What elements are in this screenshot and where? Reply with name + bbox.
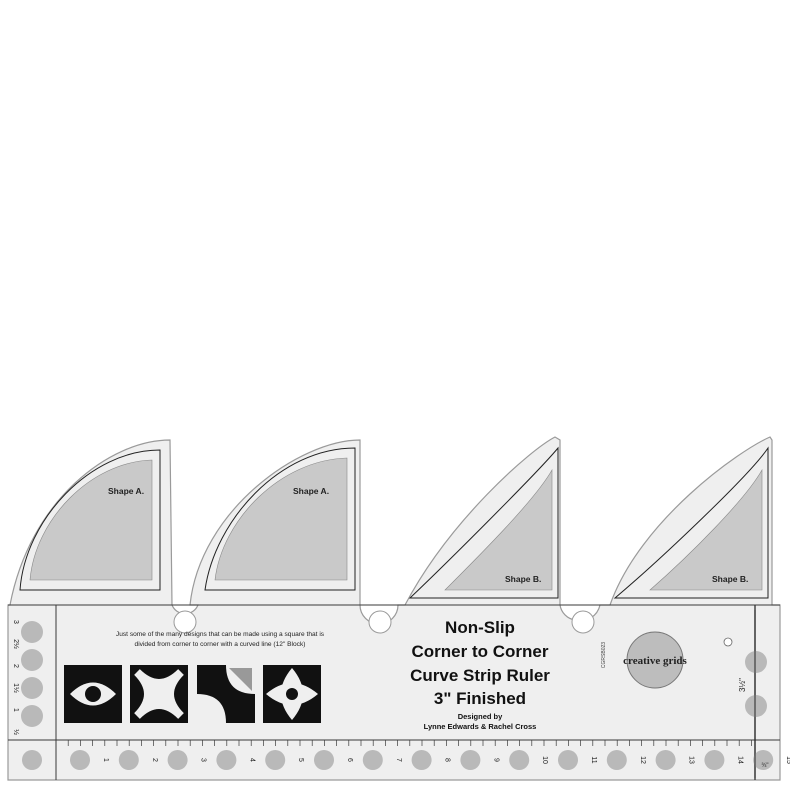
- designers: Lynne Edwards & Rachel Cross: [423, 722, 537, 731]
- notch-hole: [173, 610, 197, 634]
- design-block-3: [197, 665, 255, 723]
- ruler-dot: [118, 750, 139, 770]
- shape-label-a-1: Shape A.: [108, 486, 145, 496]
- ruler-dot: [21, 621, 43, 643]
- notch-hole: [368, 610, 392, 634]
- bottom-number: 6: [346, 758, 353, 762]
- shape-label-b-2: Shape B.: [712, 574, 749, 584]
- ruler-dot: [753, 750, 774, 770]
- bottom-number: 1: [102, 758, 109, 762]
- design-block-1: [64, 665, 122, 723]
- left-number: 1: [12, 708, 19, 712]
- shape-a-inner-1: [19, 449, 161, 591]
- design-block-2: [130, 665, 188, 723]
- sku-label: CGRSB023: [601, 642, 607, 668]
- ruler-dot: [509, 750, 530, 770]
- left-number: 3: [12, 620, 19, 624]
- shape-b-inner-2: [613, 446, 769, 599]
- shape-a-fill-1: [29, 459, 153, 581]
- right-measure-label: 3½": [738, 678, 747, 692]
- title-line-2: Corner to Corner: [411, 642, 549, 661]
- brand-logo: [626, 631, 684, 689]
- ruler-dot: [362, 750, 383, 770]
- ruler-ticks: [55, 740, 752, 746]
- bottom-number: 10: [541, 756, 548, 764]
- shape-label-a-2: Shape A.: [293, 486, 330, 496]
- shape-b-inner-1: [408, 446, 559, 599]
- bottom-number: 3: [200, 758, 207, 762]
- bottom-number: 13: [688, 756, 695, 764]
- shape-b-fill-2: [649, 468, 763, 591]
- left-number: 1½: [12, 683, 20, 693]
- notch-hole: [571, 610, 595, 634]
- bottom-number: 2: [151, 758, 158, 762]
- ruler-dot: [460, 750, 481, 770]
- bottom-number: 15: [785, 756, 790, 764]
- left-number: 2: [12, 664, 19, 668]
- ruler-dot: [704, 750, 725, 770]
- ruler-dot: [167, 750, 188, 770]
- design-block-4: [263, 665, 321, 723]
- bottom-number: 4: [248, 758, 255, 762]
- ruler-dot: [21, 649, 43, 671]
- ruler-dot: [606, 750, 627, 770]
- shape-label-b-1: Shape B.: [505, 574, 542, 584]
- ruler-dots: [21, 621, 774, 770]
- ruler-dot: [21, 677, 43, 699]
- bottom-number: 8: [444, 758, 451, 762]
- ruler-dot: [558, 750, 578, 770]
- shape-a-fill-2: [214, 457, 348, 581]
- left-number: ½: [12, 729, 20, 735]
- logo-hole: [723, 637, 733, 647]
- title-line-1: Non-Slip: [445, 618, 515, 637]
- bottom-number: 7: [395, 758, 402, 762]
- left-number: 2½: [12, 639, 20, 649]
- title-line-4: 3" Finished: [433, 689, 527, 708]
- ruler-dot: [655, 750, 676, 770]
- ruler-dot: [265, 750, 286, 770]
- note-line-2: divided from corner to corner with a cur…: [134, 641, 306, 648]
- brand-logo-text: creative grids: [623, 655, 687, 667]
- ruler-dot: [70, 750, 90, 770]
- bottom-number: 5: [297, 758, 304, 762]
- shape-b-fill-1: [444, 468, 553, 591]
- title-line-3: Curve Strip Ruler: [410, 666, 550, 685]
- bottom-number: 12: [639, 756, 646, 764]
- bottom-number: 14: [736, 756, 743, 764]
- shape-a-inner-2: [204, 447, 356, 591]
- ruler-dot: [745, 651, 767, 673]
- ruler-dot: [745, 695, 767, 717]
- ruler-dot: [21, 705, 43, 727]
- corner-mark: ¾": [761, 763, 768, 769]
- designed-by: Designed by: [457, 712, 503, 721]
- ruler-dot: [216, 750, 237, 770]
- ruler-dot: [314, 750, 334, 770]
- bottom-number: 11: [590, 756, 597, 763]
- bottom-number: 9: [492, 758, 499, 762]
- note-line-1: Just some of the many designs that can b…: [115, 631, 325, 638]
- ruler-dot: [22, 750, 42, 770]
- ruler-dot: [411, 750, 432, 770]
